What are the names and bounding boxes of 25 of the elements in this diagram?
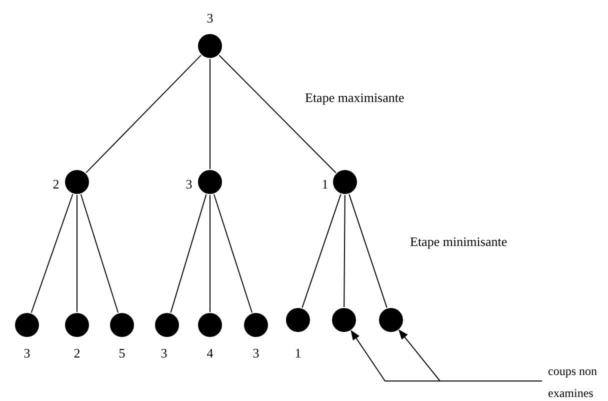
tree-branch-line — [218, 54, 336, 174]
node-value: 4 — [206, 346, 214, 360]
tree-branch-line — [86, 54, 202, 174]
node-value: 3 — [206, 12, 214, 24]
tree-branch-line — [170, 194, 207, 314]
node-value: 5 — [118, 346, 126, 360]
tree-branch-line — [76, 194, 78, 312]
level-label: Etape minimisante — [410, 235, 508, 248]
tree-branch-line — [302, 194, 342, 308]
level-label: Etape maximisante — [305, 91, 404, 104]
node-value: 1 — [294, 346, 302, 360]
note-text: coups non examines — [548, 360, 608, 401]
tree-branch-line — [348, 194, 388, 308]
tree-branch-line — [344, 194, 346, 308]
node-value: 3 — [160, 346, 168, 360]
node-value: 2 — [74, 346, 80, 360]
node-value: 3 — [186, 178, 192, 190]
tree-branch-line — [30, 194, 74, 314]
tree-branch-line — [80, 194, 119, 314]
tree-branch-line — [213, 194, 253, 314]
node-value: 1 — [322, 178, 328, 190]
node-value: 3 — [252, 346, 260, 360]
arrow — [398, 329, 542, 382]
node-value: 2 — [52, 178, 60, 190]
node-value: 3 — [24, 346, 30, 360]
